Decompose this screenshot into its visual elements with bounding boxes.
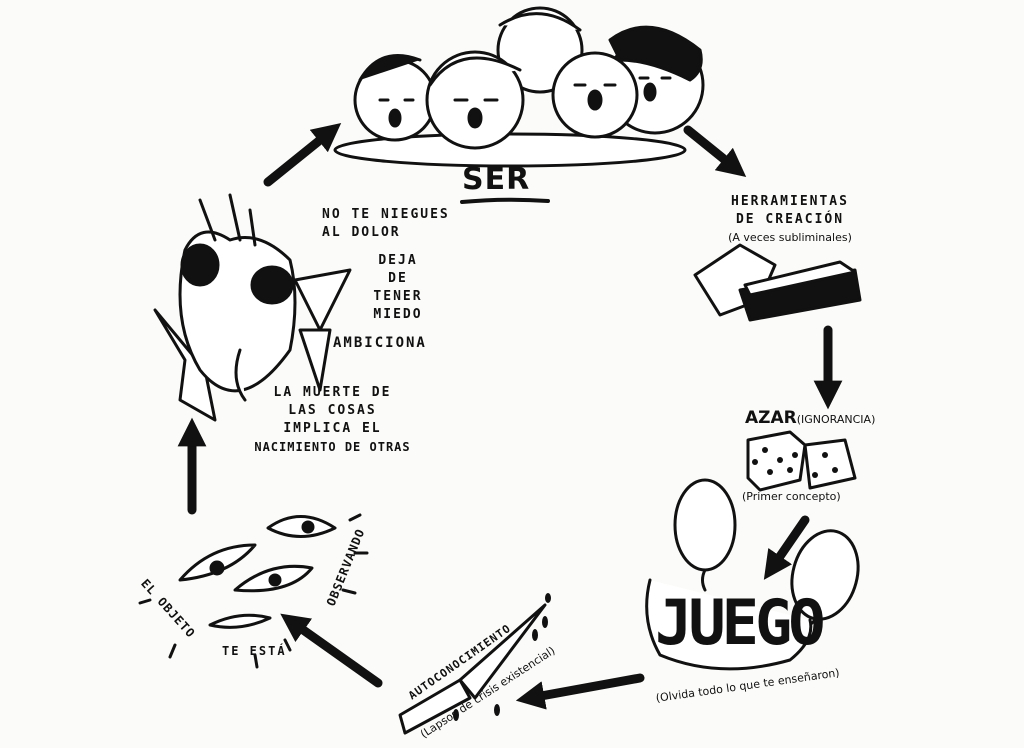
herramientas-note: (A veces subliminales) — [728, 231, 852, 244]
azar-note: (Primer concepto) — [742, 490, 841, 503]
deja-line: DE — [388, 271, 408, 286]
heart-text-deja: DEJA DE TENER MIEDO — [368, 252, 428, 324]
niegues-line2: AL DOLOR — [322, 225, 401, 240]
faces-group — [353, 6, 705, 150]
deja-line: MIEDO — [373, 307, 423, 322]
azar-label: AZAR(IGNORANCIA) — [745, 408, 875, 428]
lego-drawing — [693, 243, 862, 322]
cycle-arrows — [177, 122, 843, 710]
herramientas-line2: DE CREACIÓN — [735, 212, 845, 227]
muerte-line: IMPLICA EL — [283, 421, 382, 436]
dice-drawing — [746, 430, 857, 492]
eyes-drawing — [138, 513, 369, 669]
muerte-line: NACIMIENTO DE OTRAS — [254, 440, 411, 454]
muerte-line: LAS COSAS — [288, 403, 377, 418]
objeto-part2: TE ESTÁ — [222, 644, 287, 658]
juego-title: JUEGO — [655, 586, 826, 659]
deja-line: TENER — [373, 289, 423, 304]
azar-aside: (IGNORANCIA) — [796, 413, 876, 426]
ser-title: SER — [462, 162, 531, 197]
heart-drawing — [153, 193, 352, 422]
herramientas-title: HERRAMIENTAS DE CREACIÓN (A veces sublim… — [695, 193, 885, 247]
knife-drawing — [398, 593, 551, 735]
niegues-line1: NO TE NIEGUES — [322, 207, 450, 222]
balloons-drawing — [645, 478, 860, 671]
heart-text-niegues: NO TE NIEGUES AL DOLOR — [322, 206, 450, 242]
deja-line: DEJA — [378, 253, 418, 268]
herramientas-line1: HERRAMIENTAS — [731, 194, 849, 209]
muerte-line: LA MUERTE DE — [273, 385, 392, 400]
azar-title: AZAR — [745, 408, 797, 428]
heart-text-muerte: LA MUERTE DE LAS COSAS IMPLICA EL NACIMI… — [240, 384, 425, 456]
heart-text-ambiciona: AMBICIONA — [333, 335, 427, 351]
